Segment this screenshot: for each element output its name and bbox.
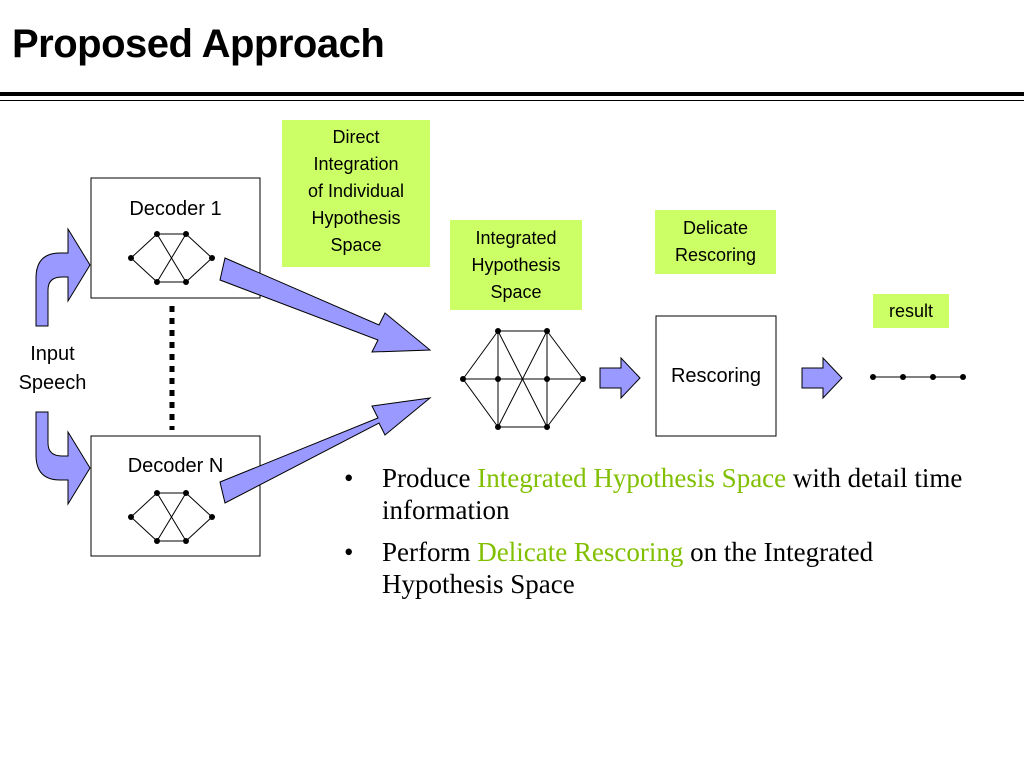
callout-line: Space — [490, 282, 542, 302]
arrow-to-rescoring — [599, 356, 641, 400]
result-callout: result — [873, 294, 949, 328]
rescoring-label: Rescoring — [670, 365, 762, 387]
merge-arrow-from-decoder-1 — [219, 257, 432, 353]
callout-line: Hypothesis — [311, 208, 401, 228]
input-arrow-up — [35, 227, 91, 327]
bullet-text: Produce — [382, 463, 478, 493]
integrated-lattice-nodes — [460, 328, 586, 430]
bullet-text: on the Integrated Hypothesis Space — [382, 537, 874, 599]
page-title: Proposed Approach — [12, 22, 385, 66]
result-chain — [870, 374, 966, 380]
rescoring-box — [655, 315, 777, 437]
callout-line: Space — [330, 235, 382, 255]
callout-line: Integration — [313, 154, 399, 174]
arrow-to-result — [801, 356, 843, 400]
callout-line: Delicate — [682, 218, 749, 238]
callout-line: Integrated — [475, 228, 557, 248]
integrated-lattice — [462, 330, 584, 428]
bullet-item: Perform Delicate Rescoring on the Integr… — [340, 536, 1000, 600]
callout-line: Rescoring — [674, 245, 757, 265]
title-divider — [0, 92, 1024, 96]
title-divider-thin — [0, 100, 1024, 101]
decoder-1-label: Decoder 1 — [129, 198, 222, 220]
decoder-n-lattice — [130, 492, 213, 542]
decoder-n-label: Decoder N — [127, 455, 224, 477]
decoder-1-lattice-nodes — [128, 231, 215, 285]
input-speech-label: Input Speech — [5, 340, 100, 398]
bullet-text: Perform — [382, 537, 478, 567]
callout-line: Direct — [332, 127, 380, 147]
bullet-text: with detail time information — [382, 463, 963, 525]
bullet-item: Produce Integrated Hypothesis Space with… — [340, 462, 1000, 526]
bullet-list: Produce Integrated Hypothesis Space with… — [340, 462, 1000, 610]
bullet-highlight: Delicate Rescoring — [477, 537, 684, 567]
integrated-space-callout: Integrated Hypothesis Space — [450, 220, 582, 310]
input-speech-line: Input — [30, 343, 75, 365]
input-speech-line: Speech — [18, 372, 87, 394]
bullet-highlight: Integrated Hypothesis Space — [477, 463, 787, 493]
decoder-1-lattice — [130, 233, 213, 283]
direct-integration-callout: Direct Integration of Individual Hypothe… — [282, 120, 430, 267]
callout-line: of Individual — [307, 181, 405, 201]
decoder-n-lattice-nodes — [128, 490, 215, 544]
merge-arrow-from-decoder-n — [219, 397, 432, 504]
delicate-rescoring-callout: Delicate Rescoring — [655, 210, 776, 274]
callout-line: Hypothesis — [471, 255, 561, 275]
input-arrow-down — [35, 411, 91, 506]
